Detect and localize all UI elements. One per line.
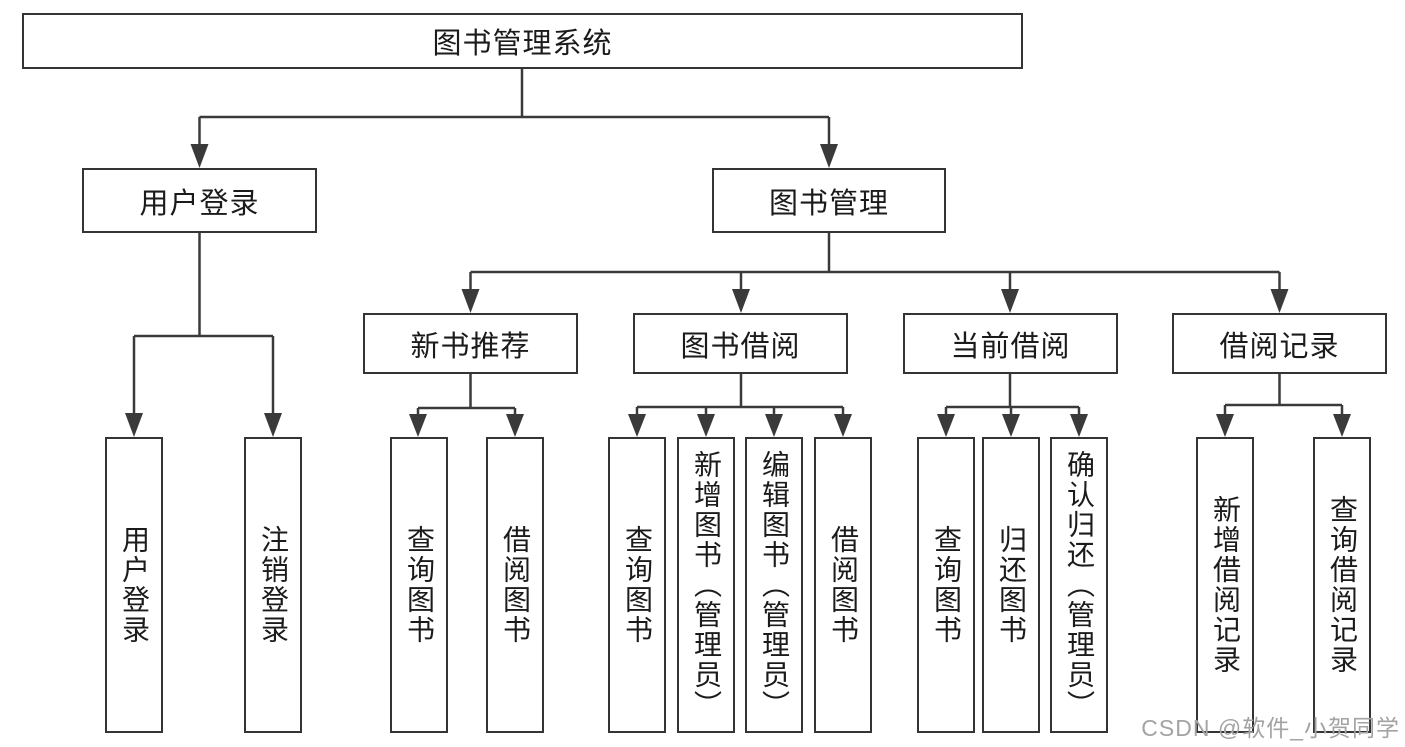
connector-root-to-level2 [190,69,838,168]
connector-current-to-leaves [937,373,1088,437]
node-label: 借阅记录 [1219,330,1340,363]
node-leaf-edit-books-admin: 编辑图书（管理员） [745,437,803,733]
node-label: 确认归还（管理员） [1064,450,1095,720]
node-leaf-query-books-under-current: 查询图书 [917,437,975,733]
node-leaf-borrow-books-under-borrowing: 借阅图书 [814,437,872,733]
node-label: 查询借阅记录 [1327,495,1358,675]
node-leaf-return-books: 归还图书 [982,437,1040,733]
node-book-management: 图书管理 [712,168,946,233]
node-new-book-recommendation: 新书推荐 [363,313,578,374]
connector-records-to-leaves [1216,373,1351,437]
connector-new-book-to-leaves [409,373,524,437]
node-label: 归还图书 [996,525,1027,645]
node-leaf-query-borrow-record: 查询借阅记录 [1313,437,1371,733]
node-leaf-confirm-return-admin: 确认归还（管理员） [1050,437,1108,733]
connector-book-management-to-level3 [461,232,1289,313]
node-leaf-user-login: 用户登录 [105,437,163,733]
node-label: 查询图书 [931,525,962,645]
node-label: 查询图书 [404,525,435,645]
node-label: 用户登录 [139,187,260,220]
node-current-borrowing: 当前借阅 [903,313,1118,374]
node-borrowing-records: 借阅记录 [1172,313,1387,374]
node-leaf-add-borrow-record: 新增借阅记录 [1196,437,1254,733]
node-label: 借阅图书 [828,525,859,645]
node-label: 查询图书 [622,525,653,645]
node-label: 新书推荐 [410,330,531,363]
node-leaf-add-books-admin: 新增图书（管理员） [677,437,735,733]
node-label: 借阅图书 [500,525,531,645]
node-leaf-query-books-under-borrowing: 查询图书 [608,437,666,733]
node-leaf-query-books-under-new-book: 查询图书 [390,437,448,733]
node-label: 编辑图书（管理员） [759,450,790,720]
connector-user-login-to-leaves [125,232,282,437]
watermark: CSDN @软件_小贺同学 [1141,715,1400,741]
connector-borrowing-to-leaves [628,373,852,437]
node-label: 当前借阅 [950,330,1071,363]
node-book-borrowing: 图书借阅 [633,313,848,374]
node-label: 图书借阅 [680,330,801,363]
node-label: 新增借阅记录 [1210,495,1241,675]
node-label: 图书管理 [768,187,889,220]
node-label: 用户登录 [119,525,150,645]
node-label: 注销登录 [258,525,289,645]
node-library-management-system: 图书管理系统 [22,13,1023,69]
node-leaf-borrow-books-under-new-book: 借阅图书 [486,437,544,733]
node-label: 新增图书（管理员） [691,450,722,720]
node-leaf-logout: 注销登录 [244,437,302,733]
node-user-login: 用户登录 [82,168,317,233]
node-label: 图书管理系统 [432,28,613,60]
